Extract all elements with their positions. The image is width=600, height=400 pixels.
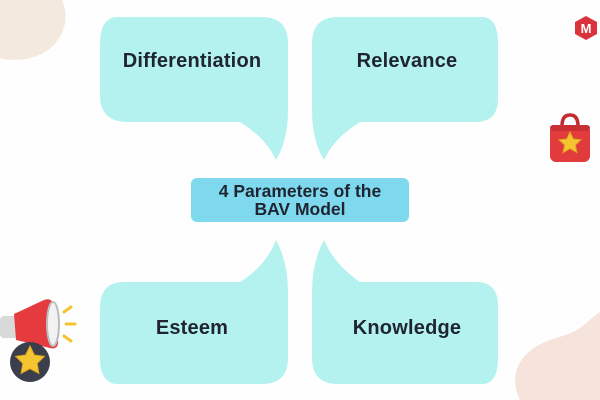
bubble-knowledge <box>312 240 498 384</box>
param-label-knowledge: Knowledge <box>352 317 462 339</box>
param-label-relevance: Relevance <box>356 50 458 72</box>
top-left-blob <box>0 0 66 60</box>
bubble-differentiation <box>100 17 288 160</box>
bubble-esteem <box>100 240 288 384</box>
center-title: 4 Parameters of the BAV Model <box>218 181 382 219</box>
param-label-esteem: Esteem <box>155 317 229 339</box>
bottom-right-blob <box>515 312 600 400</box>
logo-letter: M <box>581 21 592 36</box>
bubble-relevance <box>312 17 498 160</box>
param-label-differentiation: Differentiation <box>122 50 262 72</box>
shopping-bag-icon <box>550 113 590 162</box>
logo-icon: M <box>575 16 597 40</box>
center-title-box: 4 Parameters of the BAV Model <box>191 178 409 222</box>
megaphone-icon <box>0 299 77 382</box>
